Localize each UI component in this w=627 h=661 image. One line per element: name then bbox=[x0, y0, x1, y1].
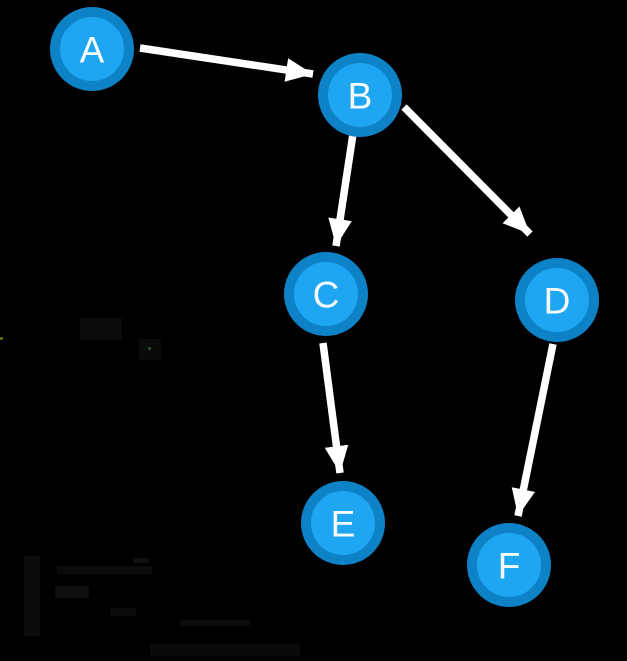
edge-D-F bbox=[511, 343, 557, 517]
node-circle-F[interactable] bbox=[467, 523, 551, 607]
background-artifact-5 bbox=[57, 566, 152, 574]
background-artifact-3 bbox=[0, 337, 3, 340]
edge-A-B bbox=[139, 44, 314, 82]
node-circle-B[interactable] bbox=[318, 53, 402, 137]
background-artifact-9 bbox=[150, 644, 300, 656]
background-artifact-4 bbox=[24, 556, 40, 636]
node-circle-C[interactable] bbox=[284, 252, 368, 336]
graph-node-E[interactable]: E bbox=[301, 481, 385, 565]
graph-node-F[interactable]: F bbox=[467, 523, 551, 607]
node-circle-A[interactable] bbox=[50, 7, 134, 91]
background-artifact-0 bbox=[80, 318, 122, 340]
graph-node-B[interactable]: B bbox=[318, 53, 402, 137]
graph-node-C[interactable]: C bbox=[284, 252, 368, 336]
background-artifact-6 bbox=[55, 586, 89, 598]
background-artifact-7 bbox=[133, 558, 149, 563]
edge-C-E bbox=[319, 342, 349, 474]
graph-node-A[interactable]: A bbox=[50, 7, 134, 91]
node-circle-D[interactable] bbox=[515, 258, 599, 342]
background-artifact-8 bbox=[110, 608, 136, 616]
background-artifact-10 bbox=[180, 620, 250, 626]
edge-B-C bbox=[328, 133, 357, 247]
graph-node-D[interactable]: D bbox=[515, 258, 599, 342]
node-circle-E[interactable] bbox=[301, 481, 385, 565]
edge-B-D bbox=[401, 104, 533, 237]
background-artifact-2 bbox=[148, 347, 151, 350]
